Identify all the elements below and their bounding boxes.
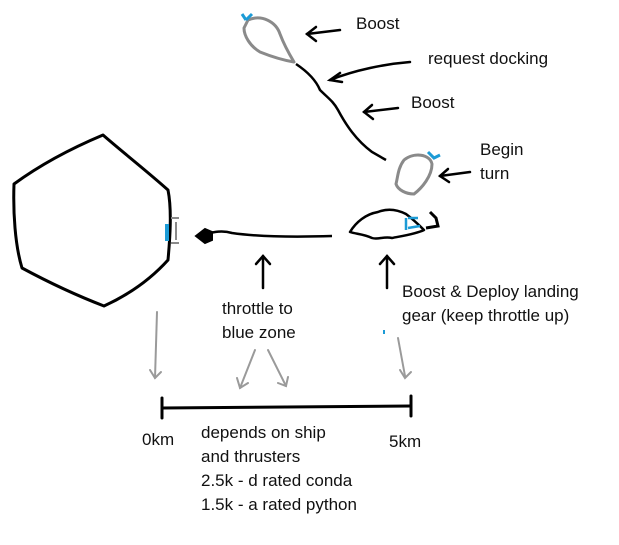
- label-deploy-line-2: gear (keep throttle up): [402, 306, 570, 325]
- depends-note-line-4: 1.5k - a rated python: [201, 495, 357, 514]
- depends-note-line-3: 2.5k - d rated conda: [201, 471, 353, 490]
- ship-top-outline: [242, 16, 296, 64]
- ship-approach-outline: [348, 208, 426, 240]
- label-throttle-line-1: throttle to: [222, 299, 293, 318]
- guide-arrow-blue-zone-left: [236, 349, 256, 390]
- depends-note-line-2: and thrusters: [201, 447, 301, 466]
- label-boost-mid: Boost: [411, 93, 455, 112]
- arrow-throttle: [254, 254, 272, 290]
- ship-top-thruster: [240, 12, 254, 22]
- ship-approach-nose: [425, 210, 440, 230]
- label-throttle-blue-zone: throttle to blue zone: [222, 297, 296, 345]
- guide-arrow-ship: [397, 337, 412, 380]
- scale-label-start: 0km: [142, 430, 175, 449]
- arrow-boost-top: [304, 25, 342, 43]
- label-throttle-line-2: blue zone: [222, 323, 296, 342]
- scale-label-end: 5km: [389, 432, 422, 451]
- docking-slot-marker: [165, 224, 169, 241]
- label-begin-turn-line-1: Begin: [480, 140, 524, 159]
- approach-path: [205, 230, 333, 238]
- trajectory-path: [295, 62, 387, 162]
- label-begin-turn-line-2: turn: [480, 164, 510, 183]
- docking-slot-frame: [171, 217, 179, 244]
- distance-scale: [160, 394, 413, 420]
- label-begin-turn: Begin turn: [480, 138, 523, 186]
- ship-turn-thruster: [426, 150, 441, 160]
- station-outline: [12, 133, 172, 308]
- label-boost-deploy-gear: Boost & Deploy landing gear (keep thrott…: [402, 280, 579, 328]
- guide-arrow-blue-zone-right: [267, 349, 289, 388]
- arrow-deploy-gear: [378, 254, 396, 290]
- label-deploy-line-1: Boost & Deploy landing: [402, 282, 579, 301]
- label-boost-top: Boost: [356, 14, 400, 33]
- depends-note-line-1: depends on ship: [201, 423, 326, 442]
- arrow-boost-mid: [362, 103, 400, 121]
- ship-arrival-icon: [194, 227, 213, 245]
- guide-arrow-station: [149, 311, 162, 380]
- ship-approach-landing-gear: [404, 216, 421, 230]
- label-depends-note: depends on ship and thrusters 2.5k - d r…: [201, 421, 357, 517]
- arrow-begin-turn: [437, 167, 472, 184]
- ship-turn-outline: [394, 153, 434, 196]
- arrow-request-docking: [326, 60, 412, 84]
- label-request-docking: request docking: [428, 49, 549, 68]
